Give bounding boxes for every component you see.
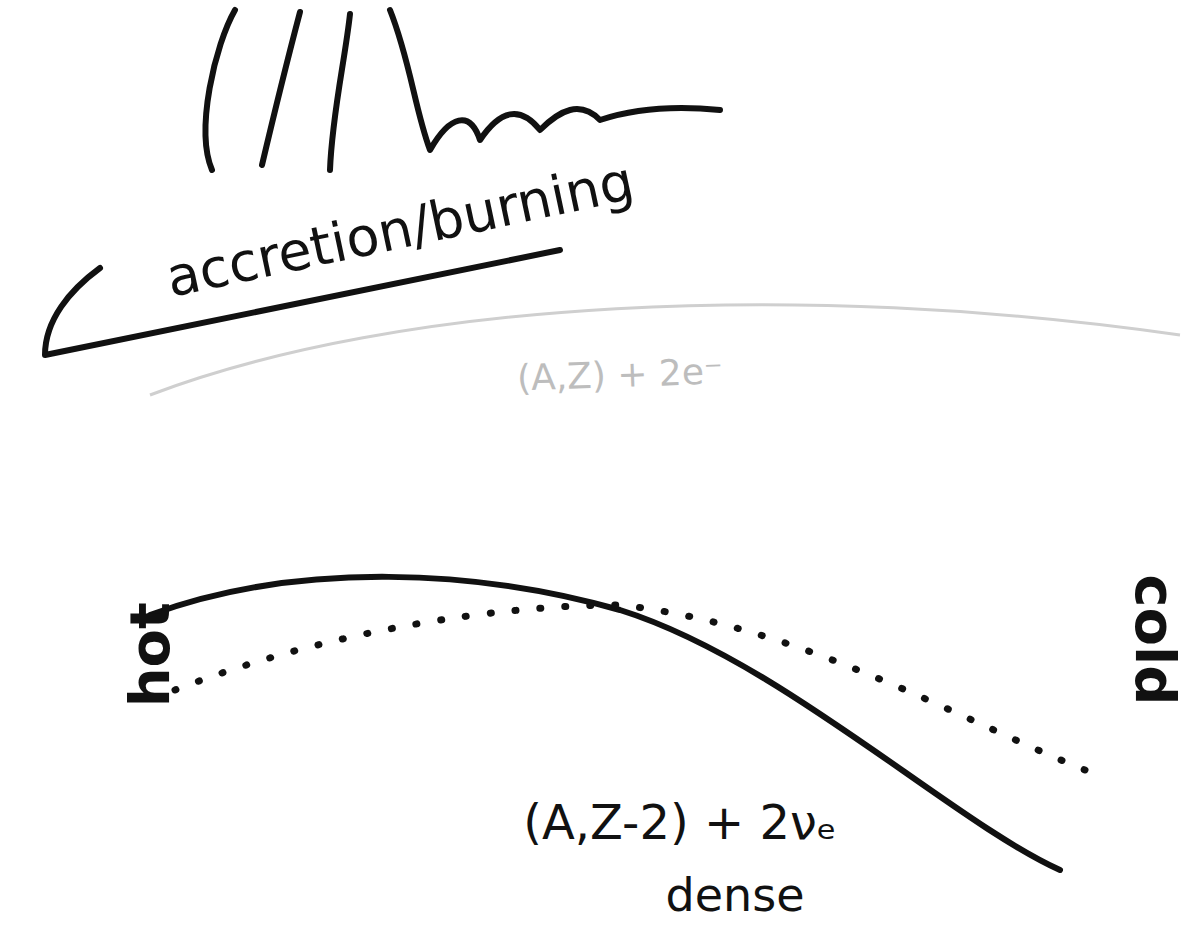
temperature-label: cold (1124, 575, 1186, 706)
flow-line (206, 10, 235, 170)
flow-line (390, 10, 720, 150)
dotted-curve (175, 605, 1085, 770)
density-label: dense (666, 870, 805, 921)
reaction-label: (A,Z-2) + 2νₑ (523, 796, 837, 849)
reaction-label: (A,Z) + 2e⁻ (516, 352, 723, 399)
flow-line (330, 14, 350, 170)
flow-line (262, 12, 300, 165)
temperature-label: hot (119, 602, 181, 707)
solid-curve (150, 577, 1060, 870)
